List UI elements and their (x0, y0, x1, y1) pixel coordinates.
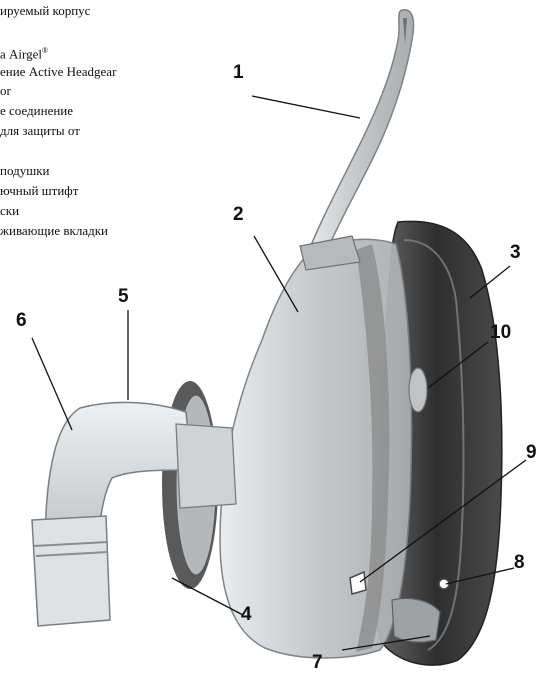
callout-7: 7 (312, 652, 323, 674)
lower-anchor-clip (392, 599, 440, 643)
callout-4: 4 (241, 604, 252, 626)
callout-1: 1 (233, 62, 244, 84)
callout-5: 5 (118, 286, 129, 308)
quick-release-tab (409, 368, 427, 412)
callout-2: 2 (233, 204, 244, 226)
callout-10: 10 (490, 322, 511, 344)
callout-6: 6 (16, 310, 27, 332)
elbow-sleeve (32, 516, 110, 626)
leader-line-2 (254, 236, 298, 312)
elbow-collar (176, 424, 236, 508)
leader-line-1 (252, 96, 360, 118)
callout-9: 9 (526, 442, 537, 464)
callout-8: 8 (514, 552, 525, 574)
callout-3: 3 (510, 242, 521, 264)
leader-line-6 (32, 338, 72, 430)
